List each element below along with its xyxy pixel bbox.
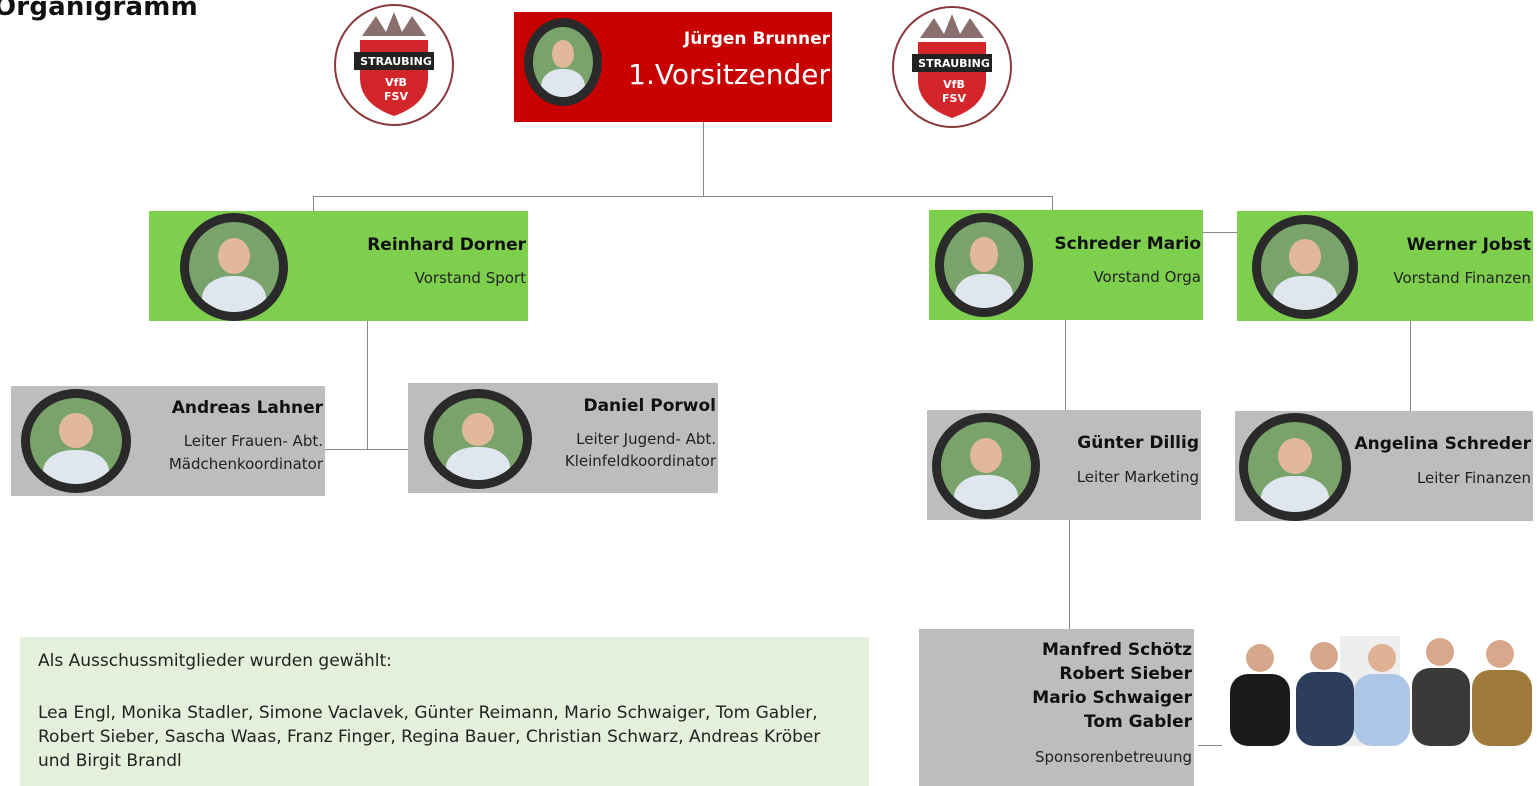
logo-text-mid: VfB (943, 78, 965, 91)
group-photo-icon (1222, 630, 1537, 746)
logo-text-top: STRAUBING (360, 55, 432, 68)
committee-members: Lea Engl, Monika Stadler, Simone Vaclave… (38, 703, 821, 771)
board-name: Reinhard Dorner (367, 235, 526, 255)
connector-line (325, 449, 409, 450)
leader-role: Kleinfeldkoordinator (564, 452, 716, 470)
avatar (524, 18, 602, 106)
connector-line (313, 196, 314, 211)
leader-role: Leiter Marketing (1076, 468, 1199, 486)
leader-name: Angelina Schreder (1354, 434, 1531, 454)
page-title: Organigramm (0, 0, 198, 22)
club-logo-right: STRAUBING VfB FSV (892, 6, 1012, 128)
connector-line (367, 320, 368, 449)
board-name: Werner Jobst (1406, 235, 1531, 255)
chairman-name: Jürgen Brunner (683, 29, 830, 49)
connector-line (1069, 519, 1070, 629)
logo-text-bottom: FSV (942, 92, 966, 105)
connector-line (703, 121, 704, 197)
avatar (1252, 215, 1358, 319)
sponsor-name: Manfred Schötz (1041, 640, 1192, 660)
board-card-sport: Reinhard Dorner Vorstand Sport (149, 211, 528, 321)
chairman-role: 1.Vorsitzender (628, 58, 830, 91)
board-role: Vorstand Orga (1093, 268, 1201, 286)
sponsor-role: Sponsorenbetreuung (1034, 748, 1192, 766)
logo-text-mid: VfB (385, 76, 407, 89)
chairman-card: Jürgen Brunner 1.Vorsitzender (514, 12, 832, 122)
leader-card-finanzen: Angelina Schreder Leiter Finanzen (1235, 411, 1533, 521)
logo-text-bottom: FSV (384, 90, 408, 103)
avatar (424, 389, 532, 489)
board-card-orga: Schreder Mario Vorstand Orga (929, 210, 1203, 320)
connector-line (313, 196, 1053, 197)
connector-line (1203, 232, 1237, 233)
club-logo-left: STRAUBING VfB FSV (334, 4, 454, 126)
committee-heading: Als Ausschussmitglieder wurden gewählt: (38, 651, 392, 671)
avatar (932, 413, 1040, 519)
avatar (180, 213, 288, 321)
club-crest-icon (354, 12, 434, 116)
board-name: Schreder Mario (1054, 234, 1201, 254)
leader-card-marketing: Günter Dillig Leiter Marketing (927, 410, 1201, 520)
leader-card-jugend: Daniel Porwol Leiter Jugend- Abt. Kleinf… (408, 383, 718, 493)
board-card-finanzen: Werner Jobst Vorstand Finanzen (1237, 211, 1533, 321)
avatar (935, 213, 1033, 317)
logo-text-top: STRAUBING (918, 57, 990, 70)
board-role: Vorstand Sport (414, 269, 526, 287)
leader-role: Leiter Finanzen (1416, 469, 1531, 487)
leader-name: Günter Dillig (1077, 433, 1199, 453)
leader-role: Leiter Frauen- Abt. (183, 432, 323, 450)
sponsor-name: Tom Gabler (1084, 712, 1192, 732)
connector-line (1065, 319, 1066, 410)
sponsor-name: Mario Schwaiger (1032, 688, 1192, 708)
leader-name: Daniel Porwol (583, 396, 716, 416)
leader-card-frauen: Andreas Lahner Leiter Frauen- Abt. Mädch… (11, 386, 325, 496)
connector-line (1410, 320, 1411, 411)
board-role: Vorstand Finanzen (1393, 269, 1531, 287)
avatar (21, 389, 131, 493)
avatar (1239, 413, 1351, 521)
committee-box: Als Ausschussmitglieder wurden gewählt: … (20, 637, 869, 786)
leader-role: Mädchenkoordinator (168, 455, 323, 473)
sponsors-card: Manfred Schötz Robert Sieber Mario Schwa… (919, 629, 1194, 786)
sponsors-group-photo (1222, 630, 1537, 746)
connector-line (1052, 196, 1053, 210)
leader-name: Andreas Lahner (171, 398, 323, 418)
leader-role: Leiter Jugend- Abt. (576, 430, 716, 448)
sponsor-name: Robert Sieber (1059, 664, 1192, 684)
club-crest-icon (912, 14, 992, 118)
